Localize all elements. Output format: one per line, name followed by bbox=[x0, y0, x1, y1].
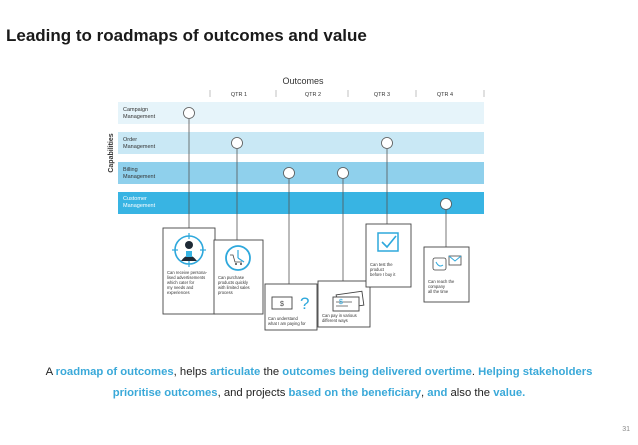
caption-text-7: also the bbox=[447, 387, 494, 399]
card-2-line-4: process bbox=[218, 290, 233, 295]
milestone-connectors bbox=[188, 119, 447, 284]
outcome-card-6 bbox=[423, 246, 470, 303]
caption-highlight-articulate: articulate bbox=[210, 366, 261, 378]
quarter-label-3: QTR 3 bbox=[374, 92, 390, 98]
milestone-circle-3 bbox=[283, 167, 295, 179]
caption-highlight-and: and bbox=[427, 387, 448, 399]
milestone-circles bbox=[183, 107, 452, 210]
card-2-line-2: products quickly bbox=[218, 280, 249, 285]
invoice-question-icon: $ ? bbox=[271, 294, 309, 313]
caption-text-1: A bbox=[45, 366, 56, 378]
row-label-campaign-1: Campaign bbox=[123, 107, 148, 113]
row-label-campaign-2: Management bbox=[123, 114, 156, 120]
quarter-dividers bbox=[209, 90, 485, 97]
milestone-circle-1 bbox=[183, 107, 195, 119]
caption-text-4: . bbox=[471, 366, 479, 378]
diagram-header: Outcomes bbox=[282, 76, 324, 86]
outcome-card-5 bbox=[365, 223, 412, 288]
capability-row-billing bbox=[118, 162, 484, 184]
card-6-line-2: company bbox=[428, 284, 446, 289]
quarter-label-1: QTR 1 bbox=[231, 92, 247, 98]
row-label-order-1: Order bbox=[123, 137, 137, 143]
page-number: 31 bbox=[622, 426, 630, 433]
row-label-customer-1: Customer bbox=[123, 196, 147, 202]
row-label-billing-1: Billing bbox=[123, 167, 138, 173]
caption-text-5: , and projects bbox=[217, 387, 289, 399]
caption-highlight-value: value. bbox=[493, 387, 526, 399]
target-person-icon bbox=[172, 233, 206, 267]
card-5-line-3: before I buy it bbox=[370, 272, 396, 277]
caption-text-6: , bbox=[421, 387, 428, 399]
card-5-line-2: product bbox=[370, 267, 385, 272]
card-3-line-2: what I am paying for bbox=[268, 321, 306, 326]
row-label-customer-2: Management bbox=[123, 203, 156, 209]
checkbox-icon bbox=[377, 232, 399, 252]
caption-highlight-outcomes: outcomes being delivered overtime bbox=[282, 366, 472, 378]
caption-text-2: , helps bbox=[173, 366, 211, 378]
card-5-line-1: Can test the bbox=[370, 262, 393, 267]
quarter-label-2: QTR 2 bbox=[305, 92, 321, 98]
svg-text:?: ? bbox=[300, 294, 309, 313]
outcome-card-3 bbox=[264, 283, 318, 331]
card-4-line-1: Can pay in various bbox=[322, 313, 357, 318]
card-1-line-5: experiences bbox=[167, 290, 190, 295]
capability-row-campaign bbox=[118, 102, 484, 124]
card-2-line-3: with limited sales bbox=[218, 285, 250, 290]
card-1-line-2: lised advertisements bbox=[167, 275, 205, 280]
card-6-line-3: all the time bbox=[428, 289, 449, 294]
svg-text:$: $ bbox=[339, 299, 343, 306]
milestone-circle-2 bbox=[231, 137, 243, 149]
card-1-line-4: my needs and bbox=[167, 285, 194, 290]
card-6-line-1: Can reach the bbox=[428, 279, 455, 284]
milestone-circle-6 bbox=[440, 198, 452, 210]
capability-row-customer bbox=[118, 192, 484, 214]
slide-title: Leading to roadmaps of outcomes and valu… bbox=[6, 26, 367, 45]
clock-cart-icon bbox=[225, 245, 251, 271]
phone-mail-icon bbox=[432, 255, 462, 271]
caption-highlight-roadmap: roadmap of outcomes bbox=[55, 366, 174, 378]
caption-highlight-helping: Helping stakeholders prioritise outcomes bbox=[112, 366, 593, 399]
row-label-billing-2: Management bbox=[123, 174, 156, 180]
caption-text-3: the bbox=[260, 366, 283, 378]
capability-row-order bbox=[118, 132, 484, 154]
payment-cheque-icon: $ bbox=[332, 290, 365, 312]
card-2-line-1: Can purchase bbox=[218, 275, 245, 280]
card-1-line-3: which cater for bbox=[167, 280, 195, 285]
card-4-line-2: different ways bbox=[322, 318, 348, 323]
caption-highlight-beneficiary: based on the beneficiary bbox=[288, 387, 421, 399]
quarter-label-4: QTR 4 bbox=[437, 92, 453, 98]
row-label-order-2: Management bbox=[123, 144, 156, 150]
card-1-line-1: Can receive persona- bbox=[167, 270, 208, 275]
card-3-line-1: Can understand bbox=[268, 316, 298, 321]
milestone-circle-5 bbox=[381, 137, 393, 149]
slide-caption: A roadmap of outcomes, helps articulate … bbox=[20, 362, 618, 404]
milestone-circle-4 bbox=[337, 167, 349, 179]
svg-text:$: $ bbox=[280, 301, 284, 308]
capabilities-axis-label: Capabilities bbox=[108, 133, 115, 172]
